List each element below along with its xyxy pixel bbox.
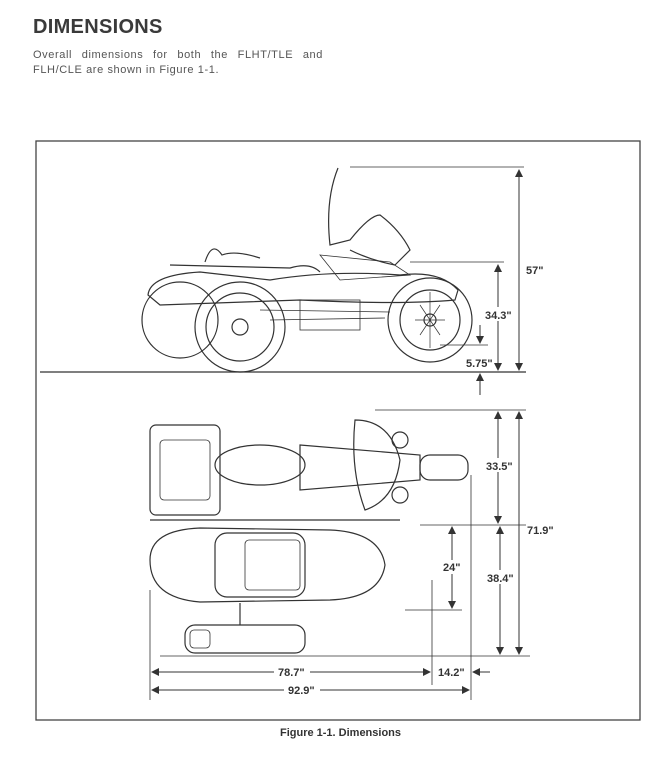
label-sidecar-height: 34.3" xyxy=(485,310,512,322)
top-view-drawing xyxy=(149,409,530,700)
label-motorcycle-half-width: 33.5" xyxy=(486,461,513,473)
dimension-labels: 57" 34.3" 5.75" 33.5" 71.9" 38.4" 24" 78… xyxy=(274,265,554,697)
label-overall-height: 57" xyxy=(526,265,543,277)
label-overall-width: 71.9" xyxy=(527,525,554,537)
label-motorcycle-length: 78.7" xyxy=(278,667,305,679)
figure-caption: Figure 1-1. Dimensions xyxy=(279,727,402,739)
section-title: DIMENSIONS xyxy=(33,16,163,38)
intro-paragraph: Overall dimensions for both the FLHT/TLE… xyxy=(33,49,323,76)
dimension-lines xyxy=(151,169,523,694)
label-overall-length: 92.9" xyxy=(288,685,315,697)
figure-frame xyxy=(35,140,641,721)
label-front-overhang: 14.2" xyxy=(438,667,465,679)
label-ground-clearance: 5.75" xyxy=(466,358,493,370)
label-sidecar-half-width: 38.4" xyxy=(487,573,514,585)
side-view-drawing xyxy=(40,166,526,373)
label-sidecar-body-width: 24" xyxy=(443,562,460,574)
